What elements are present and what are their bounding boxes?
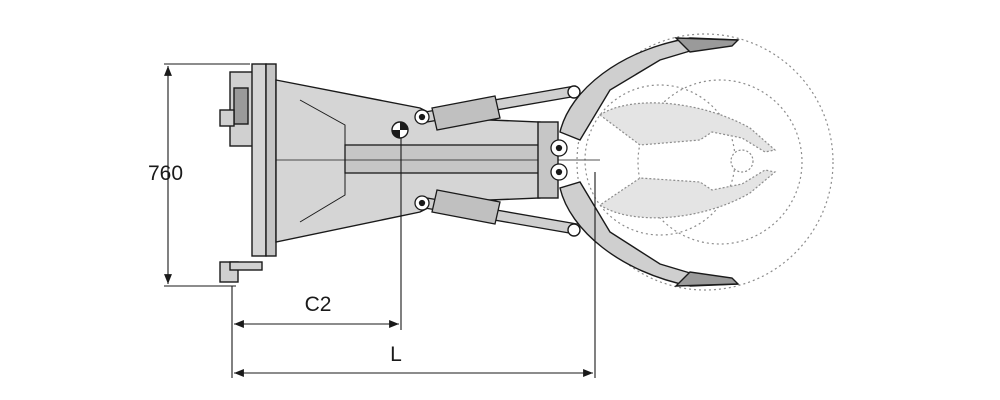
c2-dimension bbox=[231, 138, 402, 378]
lower-arm-pin bbox=[567, 223, 581, 237]
carriage-mount bbox=[219, 63, 277, 283]
ghost-pin bbox=[730, 149, 754, 173]
mounting-plate-front bbox=[265, 63, 277, 257]
center-of-gravity-symbol bbox=[391, 121, 409, 139]
outer-envelope-circle bbox=[576, 33, 834, 291]
mounting-plate bbox=[251, 63, 267, 257]
upper-arm-pin bbox=[567, 85, 581, 99]
lower-cylinder bbox=[414, 189, 578, 235]
upper-jaw-arm bbox=[559, 37, 740, 141]
center-pivots bbox=[550, 139, 568, 181]
upper-hook-inner bbox=[233, 87, 249, 125]
height-dimension bbox=[164, 63, 250, 287]
height-dimension-label: 760 bbox=[148, 162, 183, 185]
lower-jaw-tip bbox=[674, 271, 740, 287]
ghost-lower-jaw bbox=[598, 169, 777, 219]
head-block bbox=[537, 121, 559, 199]
length-dimension bbox=[234, 172, 596, 378]
c2-dimension-label: C2 bbox=[305, 293, 332, 316]
upper-jaw-tip bbox=[674, 37, 740, 53]
slide-rail bbox=[344, 144, 541, 174]
lower-hook-arm bbox=[229, 261, 263, 271]
ghost-upper-jaw bbox=[598, 102, 777, 153]
middle-envelope-circle bbox=[637, 79, 803, 245]
length-dimension-label: L bbox=[390, 343, 402, 366]
upper-cylinder bbox=[414, 85, 578, 131]
lower-jaw-arm bbox=[559, 181, 740, 287]
closed-jaws-ghost bbox=[598, 102, 777, 219]
hook-tab bbox=[219, 109, 235, 127]
